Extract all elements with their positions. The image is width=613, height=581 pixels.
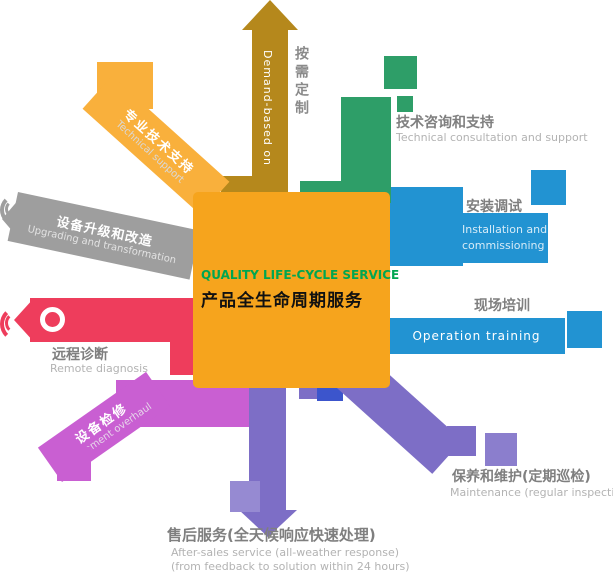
arm-maintenance-label-zh: 保养和维护(定期巡检): [452, 469, 591, 485]
arm-installation-block: [388, 187, 463, 266]
arm-installation-label-en2: commissioning: [462, 239, 545, 252]
arm-upgrade-bar: 设备升级和改造 Upgrading and transformation: [7, 192, 200, 280]
arm-custom-label-zh: 按需定制: [293, 46, 309, 118]
arm-installation-bar: Installation and commissioning: [452, 213, 548, 263]
center-block: QUALITY LIFE-CYCLE SERVICE 产品全生命周期服务: [193, 192, 399, 388]
arm-training-bar: Operation training: [388, 318, 565, 354]
signal-arc-icon: [0, 306, 36, 342]
arm-maintenance-square: [485, 433, 517, 466]
arm-aftersales-square: [230, 481, 260, 512]
arm-installation-square: [531, 170, 566, 205]
arm-training-square: [567, 311, 602, 348]
arrow-up-icon: [242, 0, 298, 30]
remote-signal-icon: [40, 307, 65, 332]
arm-consulting-square: [384, 56, 417, 89]
arrow-down-icon: [239, 510, 297, 537]
center-title-en: QUALITY LIFE-CYCLE SERVICE: [201, 268, 400, 282]
arm-maintenance-square: [447, 426, 476, 456]
arm-maintenance-label-en: Maintenance (regular inspection): [450, 486, 613, 499]
arm-custom-label-en: Demand-based on: [261, 50, 274, 167]
arm-aftersales-label-en1: After-sales service (all-weather respons…: [171, 546, 400, 559]
arm-remote-label-zh: 远程诊断: [52, 347, 108, 363]
arm-consulting-square: [397, 96, 413, 112]
signal-arc-icon: [5, 312, 27, 334]
arm-aftersales-label-zh: 售后服务(全天候响应快速处理): [167, 526, 376, 544]
arm-training-label-en: Operation training: [412, 329, 541, 343]
arm-installation-label-zh: 安装调试: [466, 199, 522, 215]
arm-aftersales-label-en2: (from feedback to solution within 24 hou…: [171, 560, 410, 573]
center-title-zh: 产品全生命周期服务: [201, 291, 363, 311]
arm-consulting-bar: [341, 97, 391, 203]
signal-arc-icon: [5, 200, 23, 218]
arm-custom-bar: [252, 26, 288, 208]
arm-consulting-label-zh: 技术咨询和支持: [396, 115, 494, 131]
signal-arc-icon: [0, 194, 32, 226]
arm-installation-label-en1: Installation and: [462, 223, 548, 237]
arm-training-label-zh: 现场培训: [474, 298, 530, 314]
arm-overhaul-square: [57, 447, 91, 481]
arm-remote-label-en: Remote diagnosis: [50, 362, 148, 375]
arm-consulting-label-en: Technical consultation and support: [396, 131, 588, 144]
